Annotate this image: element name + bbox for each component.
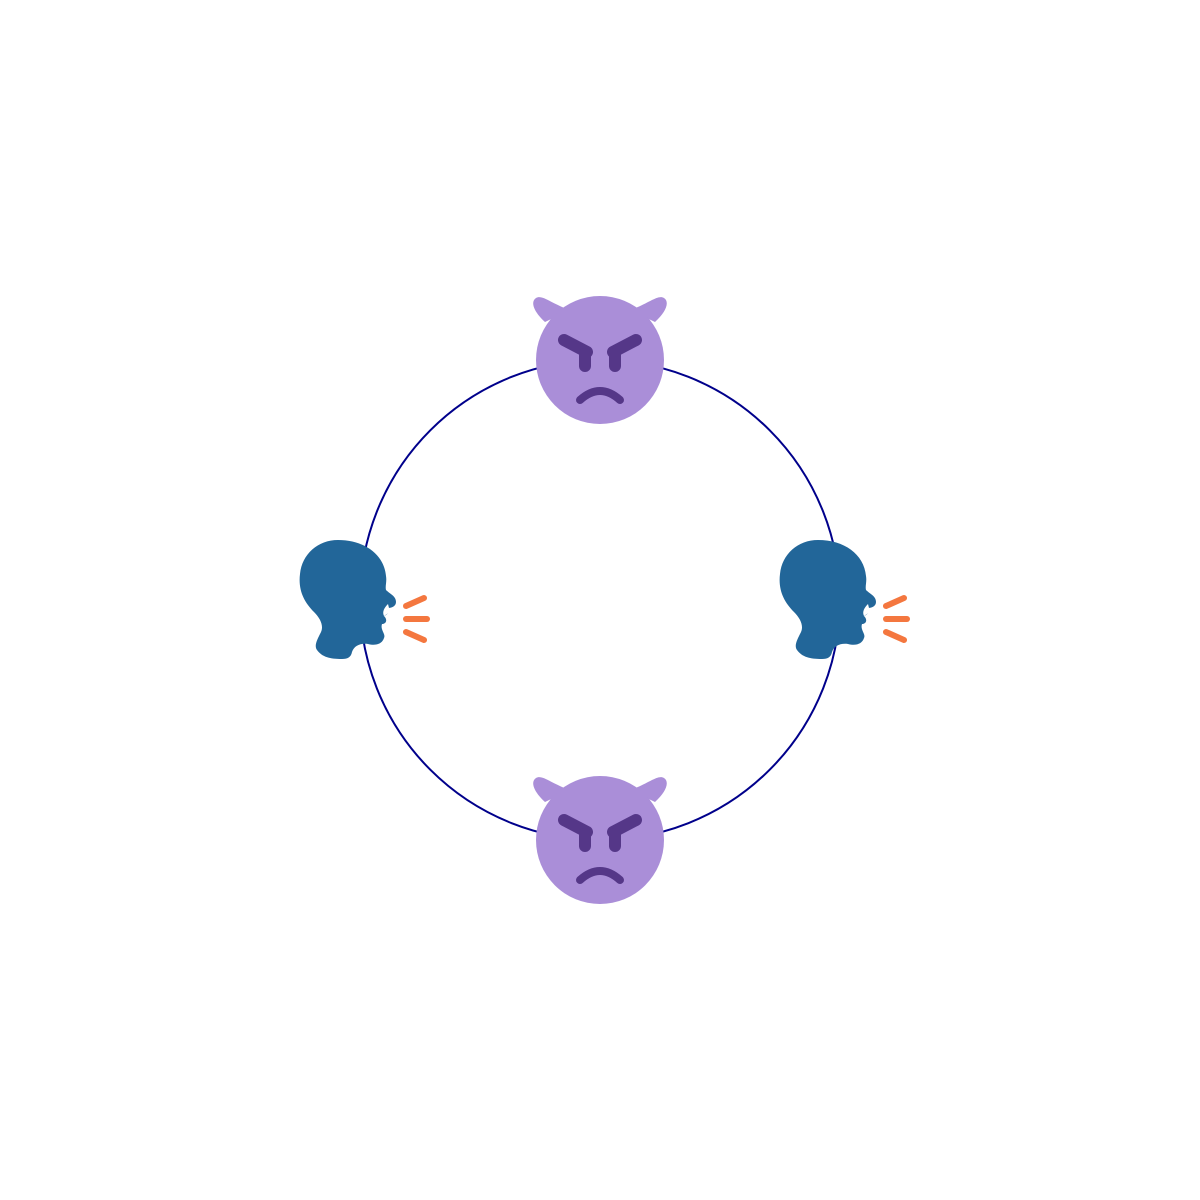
- speaking-head-icon: [780, 540, 907, 659]
- speaking-head-icon: [300, 540, 427, 659]
- cycle-ring: [359, 359, 841, 841]
- smiling-devil-angry-face-icon: [533, 296, 667, 424]
- smiling-devil-angry-face-icon: [533, 776, 667, 904]
